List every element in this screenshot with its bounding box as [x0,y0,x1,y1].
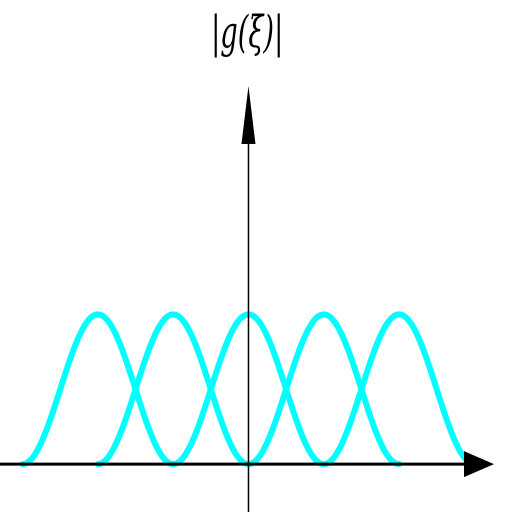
x-axis-arrowhead [464,451,494,478]
curve-series-4 [245,311,403,468]
y-axis-label: |g(ξ)| [211,7,284,58]
curve-series-5 [320,311,478,468]
curve-series-2 [94,311,252,468]
axes-group [0,86,494,512]
y-axis-arrowhead [241,86,256,144]
curve-series-1 [19,311,177,468]
